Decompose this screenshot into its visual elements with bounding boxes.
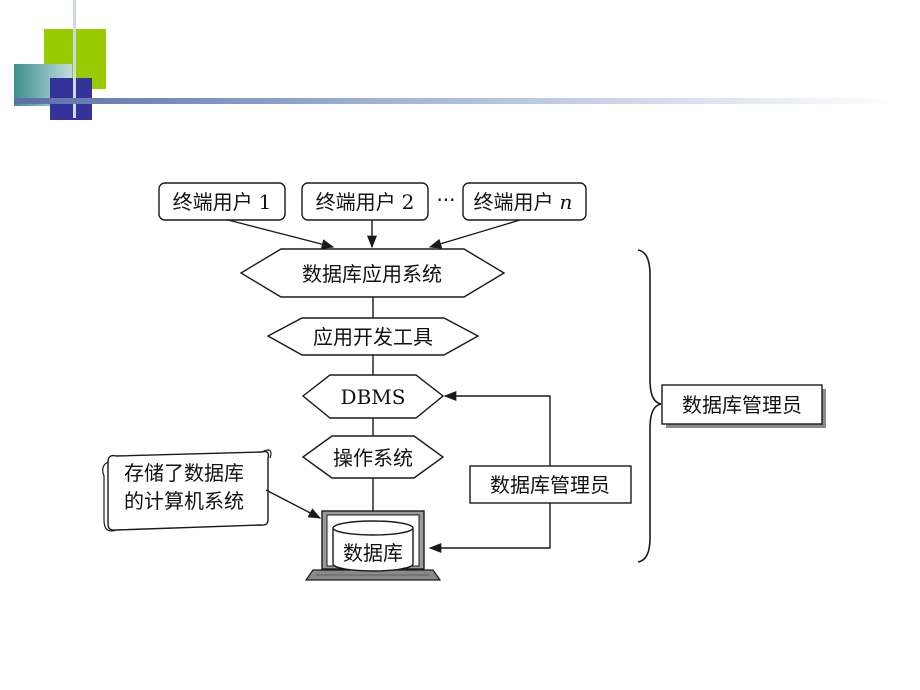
svg-text:操作系统: 操作系统 [333, 446, 413, 470]
layer-dbms: DBMS [301, 374, 445, 419]
decor-vertical-rule [73, 0, 76, 118]
svg-text:应用开发工具: 应用开发工具 [313, 325, 433, 349]
database-cylinder: 数据库 [332, 520, 414, 572]
svg-text:DBMS: DBMS [341, 385, 406, 409]
arrow-note-to-computer [265, 489, 322, 519]
arrow-user1-to-app [227, 219, 335, 250]
dba-inner-box: 数据库管理员 [469, 465, 632, 504]
arrow-usern-to-app [428, 219, 521, 249]
ellipsis-text: ··· [436, 188, 455, 212]
svg-text:的计算机系统: 的计算机系统 [124, 489, 244, 513]
svg-text:数据库管理员: 数据库管理员 [490, 473, 610, 497]
layer-db-application-system: 数据库应用系统 [239, 248, 506, 298]
layer-app-dev-tools: 应用开发工具 [266, 317, 480, 356]
curly-brace [637, 249, 662, 563]
arrow-dba-to-database [428, 503, 551, 554]
svg-text:数据库应用系统: 数据库应用系统 [302, 262, 442, 286]
svg-text:存储了数据库: 存储了数据库 [124, 461, 244, 485]
scroll-note: 存储了数据库 的计算机系统 [102, 449, 272, 532]
arrow-dba-to-dbms [443, 390, 551, 466]
layer-operating-system: 操作系统 [301, 435, 445, 479]
svg-text:数据库管理员: 数据库管理员 [682, 393, 802, 417]
dba-outer-box: 数据库管理员 [661, 384, 826, 428]
decor-horizontal-rule [14, 98, 900, 104]
svg-text:数据库: 数据库 [343, 541, 403, 565]
